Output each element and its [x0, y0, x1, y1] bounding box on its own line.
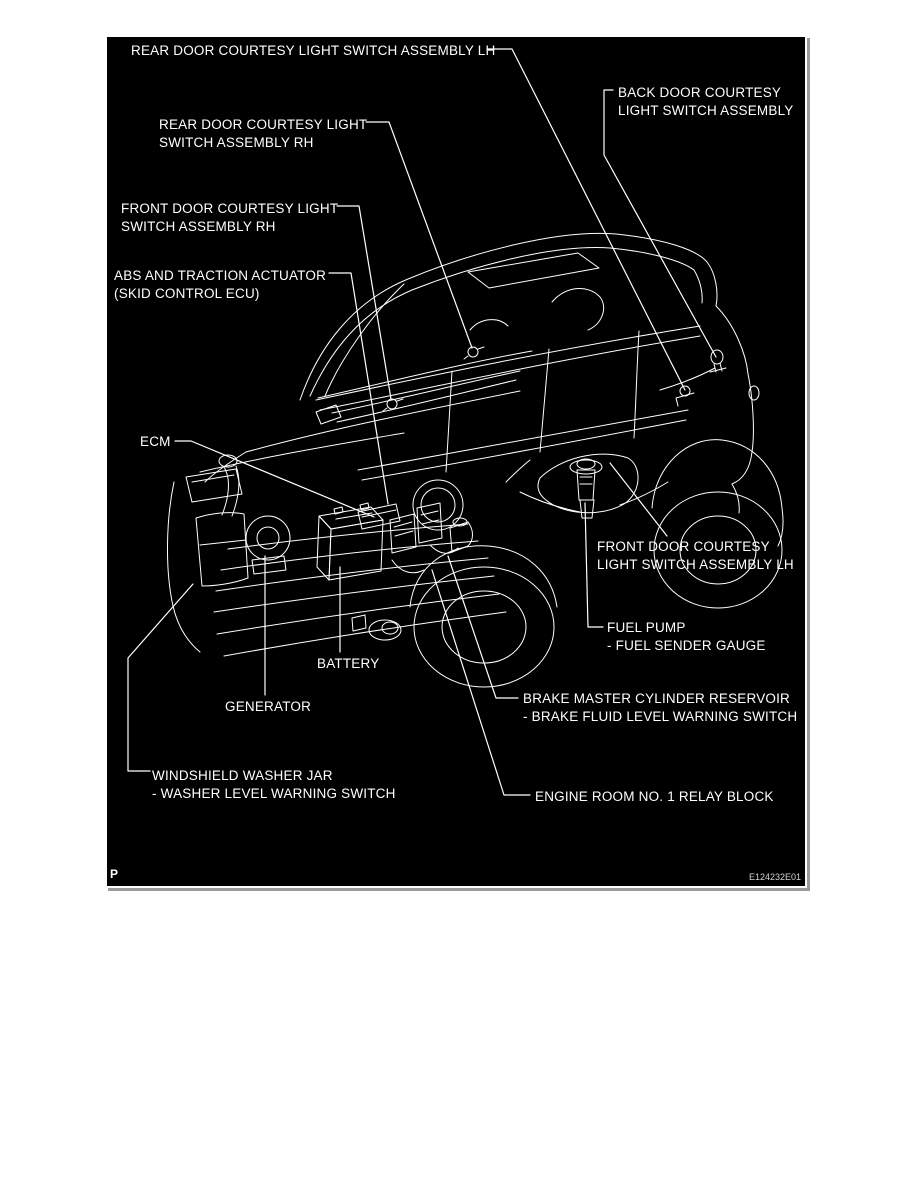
callout-front-door-courtesy-light-switch-rh: FRONT DOOR COURTESY LIGHT SWITCH ASSEMBLY… — [121, 200, 338, 235]
front-wheel — [409, 545, 558, 688]
washer-jar-drawing — [195, 454, 249, 587]
back-door-switch-icon — [710, 349, 724, 365]
rear-wheel — [651, 439, 784, 609]
figure-code: E124232E01 — [748, 872, 801, 882]
callout-windshield-washer-jar: WINDSHIELD WASHER JAR - WASHER LEVEL WARN… — [152, 767, 396, 802]
callout-windshield-washer-jar-text: - WASHER LEVEL WARNING SWITCH — [152, 785, 396, 801]
callout-abs-and-traction-actuator-text: (SKID CONTROL ECU) — [114, 285, 260, 301]
callout-generator-text: GENERATOR — [225, 699, 312, 714]
leader-rear-door-courtesy-light-switch-lh — [486, 48, 686, 391]
leader-fuel-pump — [584, 502, 604, 628]
vehicle-svg — [127, 48, 784, 796]
battery-drawing — [316, 502, 384, 581]
leader-front-door-courtesy-light-switch-rh — [336, 205, 392, 400]
front-door-rh-switch-icon — [386, 398, 398, 410]
interior-seats — [469, 288, 604, 331]
callout-front-door-courtesy-light-switch-rh-text: FRONT DOOR COURTESY LIGHT — [121, 201, 339, 216]
leader-windshield-washer-jar — [127, 583, 194, 772]
door-switch-glyphs — [382, 346, 727, 412]
callout-front-door-courtesy-light-switch-lh-text: LIGHT SWITCH ASSEMBLY LH — [597, 556, 794, 572]
callout-rear-door-courtesy-light-switch-rh-text: REAR DOOR COURTESY LIGHT — [159, 117, 368, 132]
callout-abs-and-traction-actuator: ABS AND TRACTION ACTUATOR (SKID CONTROL E… — [114, 267, 326, 302]
callout-fuel-pump: FUEL PUMP - FUEL SENDER GAUGE — [607, 619, 766, 654]
callout-back-door-courtesy-light-switch: BACK DOOR COURTESY LIGHT SWITCH ASSEMBLY — [618, 84, 794, 119]
callout-rear-door-courtesy-light-switch-lh-text: REAR DOOR COURTESY LIGHT SWITCH ASSEMBLY… — [131, 43, 496, 58]
callout-rear-door-courtesy-light-switch-rh: REAR DOOR COURTESY LIGHT SWITCH ASSEMBLY … — [159, 116, 367, 151]
callout-engine-room-no1-relay-block: ENGINE ROOM NO. 1 RELAY BLOCK — [535, 788, 774, 806]
callout-front-door-courtesy-light-switch-lh: FRONT DOOR COURTESY LIGHT SWITCH ASSEMBLY… — [597, 538, 794, 573]
leader-lines — [127, 48, 717, 796]
generator-drawing — [245, 515, 291, 575]
leader-rear-door-courtesy-light-switch-rh — [365, 121, 473, 349]
callout-ecm-text: ECM — [140, 434, 171, 449]
leader-engine-room-no1-relay-block — [431, 569, 531, 796]
callout-back-door-courtesy-light-switch-text: LIGHT SWITCH ASSEMBLY — [618, 102, 794, 118]
callout-front-door-courtesy-light-switch-rh-text: SWITCH ASSEMBLY RH — [121, 218, 276, 234]
leader-ecm — [174, 440, 375, 518]
callout-fuel-pump-text: FUEL PUMP — [607, 620, 686, 635]
callout-rear-door-courtesy-light-switch-rh-text: SWITCH ASSEMBLY RH — [159, 134, 314, 150]
leader-front-door-courtesy-light-switch-lh — [609, 462, 668, 537]
car-body-outline — [299, 232, 760, 514]
vehicle-line-art — [107, 37, 805, 886]
ecm-drawing — [357, 503, 401, 530]
callout-brake-master-cylinder-reservoir: BRAKE MASTER CYLINDER RESERVOIR - BRAKE F… — [523, 690, 797, 725]
callout-fuel-pump-text: - FUEL SENDER GAUGE — [607, 637, 766, 653]
callout-ecm: ECM — [140, 433, 171, 451]
callout-brake-master-cylinder-reservoir-text: BRAKE MASTER CYLINDER RESERVOIR — [523, 691, 791, 706]
callout-abs-and-traction-actuator-text: ABS AND TRACTION ACTUATOR — [114, 268, 327, 283]
callout-windshield-washer-jar-text: WINDSHIELD WASHER JAR — [152, 768, 333, 783]
callout-engine-room-no1-relay-block-text: ENGINE ROOM NO. 1 RELAY BLOCK — [535, 789, 774, 804]
page-corner-mark: P — [110, 867, 119, 881]
callout-rear-door-courtesy-light-switch-lh: REAR DOOR COURTESY LIGHT SWITCH ASSEMBLY… — [131, 42, 495, 60]
callout-back-door-courtesy-light-switch-text: BACK DOOR COURTESY — [618, 85, 782, 100]
callout-brake-master-cylinder-reservoir-text: - BRAKE FLUID LEVEL WARNING SWITCH — [523, 708, 798, 724]
fuel-tank-and-pump-drawing — [505, 453, 669, 519]
leader-back-door-courtesy-light-switch — [603, 89, 717, 358]
callout-battery-text: BATTERY — [317, 656, 380, 671]
callout-front-door-courtesy-light-switch-lh-text: FRONT DOOR COURTESY — [597, 539, 770, 554]
relay-block-drawing — [389, 502, 443, 574]
diagram-panel: REAR DOOR COURTESY LIGHT SWITCH ASSEMBLY… — [105, 35, 807, 888]
callout-battery: BATTERY — [317, 655, 379, 673]
leader-abs-and-traction-actuator — [328, 272, 389, 505]
rear-door-rh-switch-icon — [467, 346, 479, 358]
front-fascia — [167, 468, 507, 657]
callout-generator: GENERATOR — [225, 698, 311, 716]
leader-brake-master-cylinder-reservoir — [447, 555, 519, 699]
brake-booster-drawing — [412, 479, 473, 554]
